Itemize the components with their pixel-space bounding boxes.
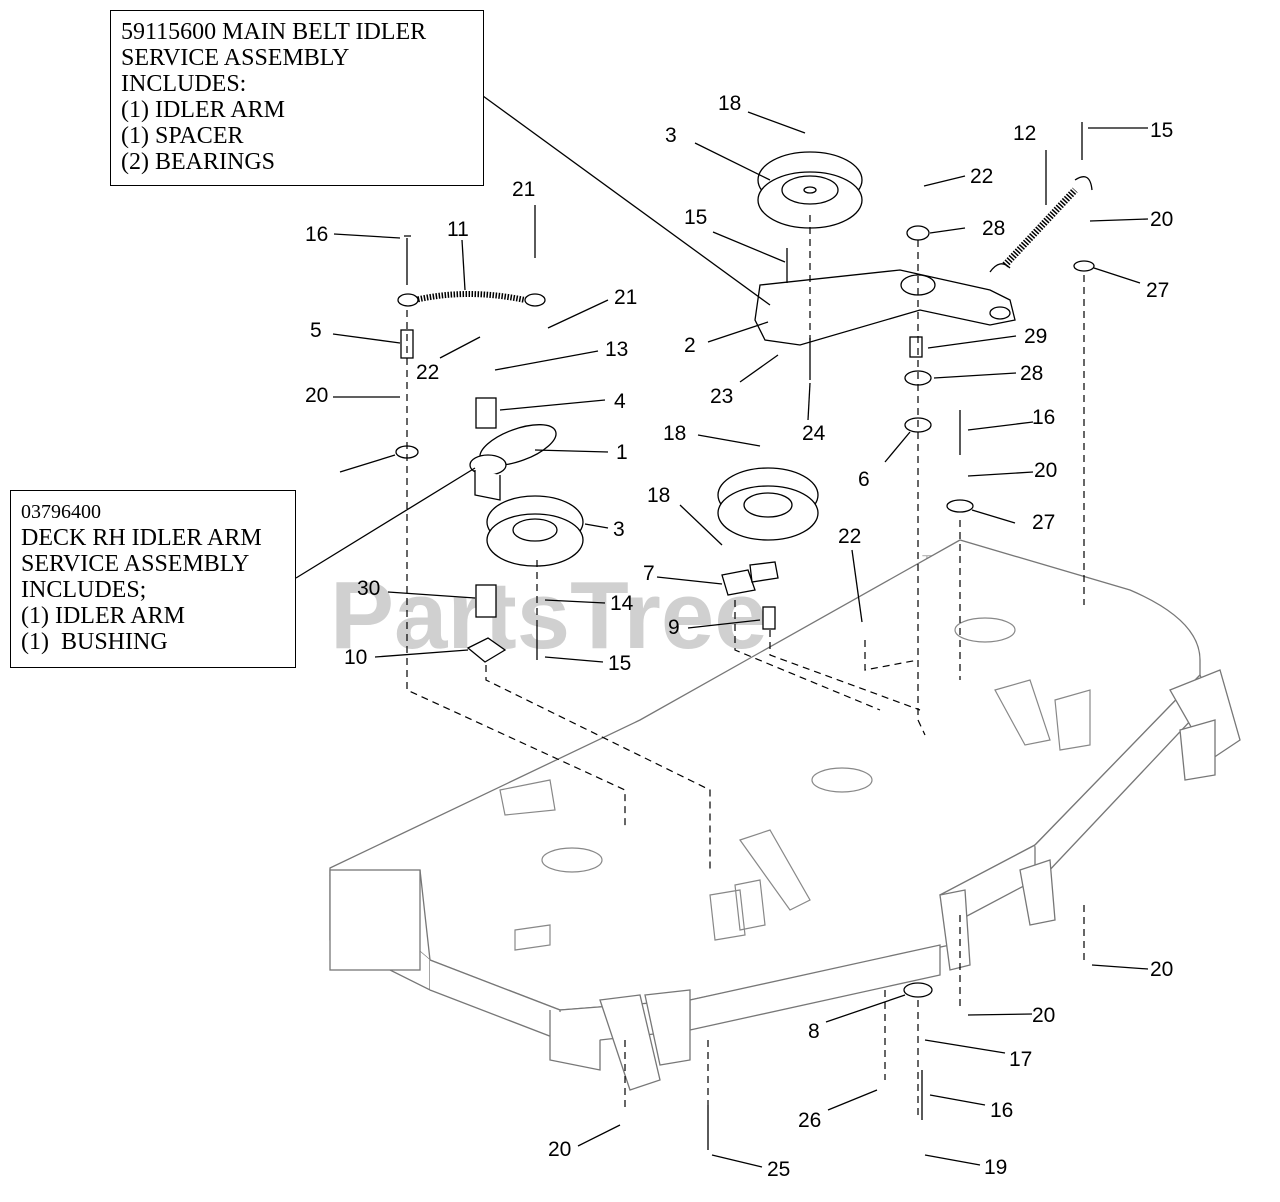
mower-deck <box>329 539 1241 1091</box>
label-1: 1 <box>616 441 628 464</box>
label-15-low: 15 <box>608 652 631 675</box>
label-21-top: 21 <box>512 178 535 201</box>
assembly-lines <box>406 215 1085 1120</box>
deck-details <box>499 617 1091 951</box>
callout-rh-line: (1) BUSHING <box>21 629 168 655</box>
label-7: 7 <box>643 562 655 585</box>
callout-rh-line: SERVICE ASSEMBLY <box>21 551 250 577</box>
callout-rh-line: 03796400 <box>21 501 101 523</box>
label-9: 9 <box>668 616 680 639</box>
label-22-top: 22 <box>970 165 993 188</box>
label-25: 25 <box>767 1158 790 1181</box>
callout-main-line: (1) IDLER ARM <box>121 97 285 123</box>
label-27-right: 27 <box>1032 511 1055 534</box>
label-20-right: 20 <box>1034 459 1057 482</box>
callout-main-line: 59115600 MAIN BELT IDLER <box>121 19 427 45</box>
label-2: 2 <box>684 334 696 357</box>
label-20-left: 20 <box>305 384 328 407</box>
label-5: 5 <box>310 319 322 342</box>
label-21-mid: 21 <box>614 286 637 309</box>
label-13: 13 <box>605 338 628 361</box>
watermark-text: PartsTree <box>330 562 768 669</box>
label-22-left: 22 <box>416 361 439 384</box>
label-28-top: 28 <box>982 217 1005 240</box>
spacer-4 <box>475 397 497 429</box>
main-idler-arm <box>754 269 1016 346</box>
label-23: 23 <box>710 385 733 408</box>
label-19: 19 <box>984 1156 1007 1179</box>
label-3-left: 3 <box>613 518 625 541</box>
watermark: PartsTree TM <box>330 553 945 669</box>
callout-main-line: (1) SPACER <box>121 123 244 149</box>
label-18-top: 18 <box>718 92 741 115</box>
label-29: 29 <box>1024 325 1047 348</box>
spring-11 <box>414 291 526 303</box>
label-11: 11 <box>447 218 469 241</box>
bushing-30 <box>475 584 497 618</box>
label-3-top: 3 <box>665 124 677 147</box>
callout-rh-line: DECK RH IDLER ARM <box>21 525 262 551</box>
callout-main-line: (2) BEARINGS <box>121 149 275 175</box>
label-22-mid: 22 <box>838 525 861 548</box>
label-12: 12 <box>1013 122 1036 145</box>
bolt-16-left <box>404 235 411 285</box>
label-6: 6 <box>858 468 870 491</box>
label-20-deck-right: 20 <box>1150 958 1173 981</box>
label-28-low: 28 <box>1020 362 1043 385</box>
label-14: 14 <box>610 592 634 615</box>
label-10: 10 <box>344 646 367 669</box>
callout-main-line: SERVICE ASSEMBLY <box>121 45 350 71</box>
callout-rh-line: (1) IDLER ARM <box>21 603 185 629</box>
label-16-right: 16 <box>1032 406 1055 429</box>
callout-rh-line: INCLUDES; <box>21 577 147 603</box>
label-20-bottom-left: 20 <box>548 1138 571 1161</box>
callout-main-belt-idler: 59115600 MAIN BELT IDLER SERVICE ASSEMBL… <box>110 10 484 186</box>
label-27-top: 27 <box>1146 279 1169 302</box>
label-4: 4 <box>614 390 626 413</box>
label-24: 24 <box>802 422 826 445</box>
label-18-low: 18 <box>647 484 670 507</box>
label-16-bottom: 16 <box>990 1099 1013 1122</box>
label-30: 30 <box>357 577 380 600</box>
label-26: 26 <box>798 1109 821 1132</box>
label-15-mid: 15 <box>684 206 707 229</box>
part-labels: 18 3 15 22 12 15 20 27 16 11 21 21 5 22 … <box>305 92 1173 1181</box>
label-20-deck-mid: 20 <box>1032 1004 1055 1027</box>
label-17: 17 <box>1009 1048 1032 1071</box>
spring-12 <box>1002 187 1078 268</box>
label-15-top: 15 <box>1150 119 1173 142</box>
label-8: 8 <box>808 1020 820 1043</box>
label-16-left: 16 <box>305 223 328 246</box>
callout-main-line: INCLUDES: <box>121 71 247 97</box>
leader-lines <box>295 95 1149 1168</box>
parts <box>395 122 1095 1150</box>
label-18-mid: 18 <box>663 422 686 445</box>
spacer-29 <box>909 336 923 358</box>
callout-rh-idler-arm: 03796400 DECK RH IDLER ARM SERVICE ASSEM… <box>10 490 296 668</box>
label-20-top: 20 <box>1150 208 1173 231</box>
